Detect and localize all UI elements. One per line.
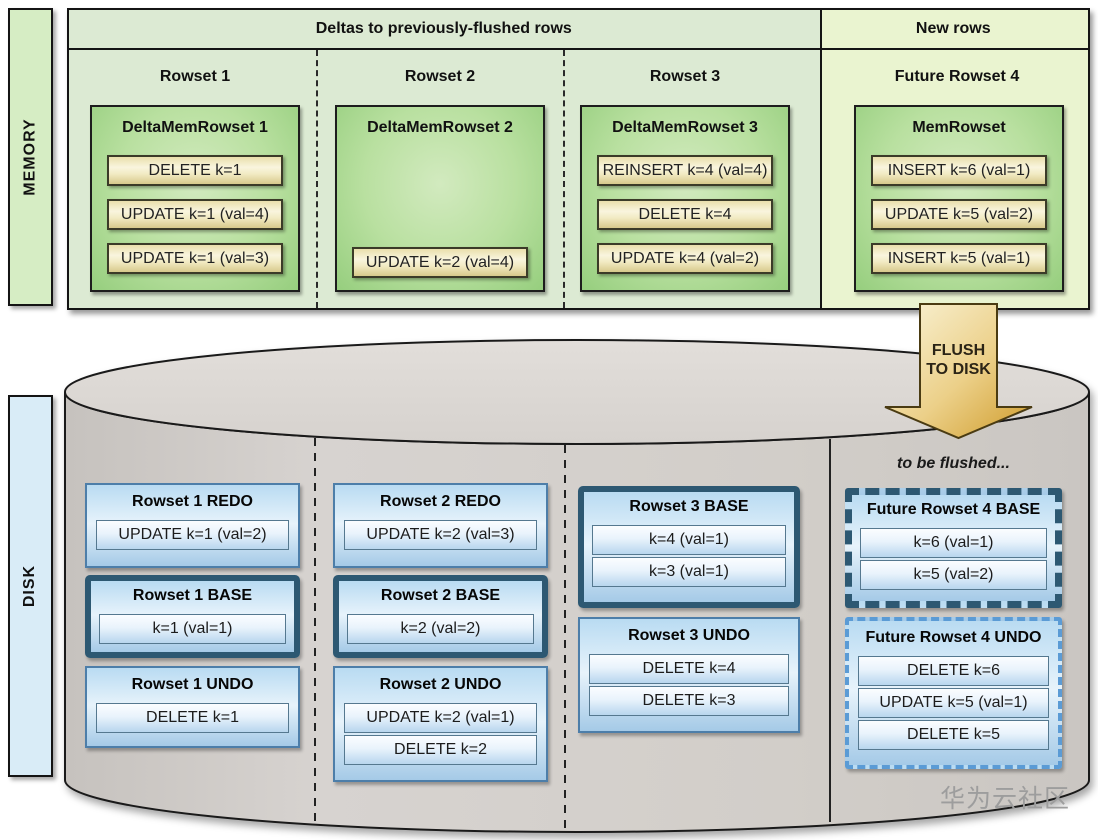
memrowset-box-title: MemRowset — [912, 119, 1006, 136]
disk-op: DELETE k=5 — [858, 720, 1049, 750]
memory-op: UPDATE k=5 (val=2) — [871, 199, 1047, 230]
memory-column-title: Rowset 2 — [404, 68, 476, 85]
deltamem-box-title: DeltaMemRowset 1 — [122, 119, 268, 136]
memory-sidebar-label: MEMORY — [21, 118, 39, 196]
memory-panel: Deltas to previously-flushed rows New ro… — [67, 8, 1090, 310]
disk-op: UPDATE k=2 (val=1) — [344, 703, 537, 733]
disk-box-title: Rowset 2 BASE — [380, 587, 501, 604]
disk-box-title: Rowset 2 UNDO — [379, 676, 502, 693]
disk-sidebar: DISK — [8, 395, 53, 777]
header-deltas: Deltas to previously-flushed rows — [315, 20, 572, 37]
memrowset-box: MemRowset INSERT k=6 (val=1) UPDATE k=5 … — [854, 105, 1064, 292]
memory-op: UPDATE k=1 (val=4) — [107, 199, 283, 230]
memory-op: DELETE k=1 — [107, 155, 283, 186]
disk-box-title: Future Rowset 4 UNDO — [865, 629, 1042, 646]
memory-op: UPDATE k=2 (val=4) — [352, 247, 528, 278]
to-be-flushed-label: to be flushed... — [897, 455, 1010, 472]
disk-box-title: Rowset 2 REDO — [380, 493, 501, 510]
disk-op: UPDATE k=5 (val=1) — [858, 688, 1049, 718]
disk-box-undo: Rowset 2 UNDO UPDATE k=2 (val=1) DELETE … — [333, 666, 548, 782]
deltamem-rowset-box: DeltaMemRowset 3 REINSERT k=4 (val=4) DE… — [580, 105, 790, 292]
disk-box-title: Future Rowset 4 BASE — [866, 501, 1041, 518]
header-new-rows: New rows — [915, 20, 991, 37]
memory-sidebar: MEMORY — [8, 8, 53, 306]
disk-box-future-base: Future Rowset 4 BASE k=6 (val=1) k=5 (va… — [845, 488, 1062, 608]
memory-op: INSERT k=5 (val=1) — [871, 243, 1047, 274]
deltamem-box-title: DeltaMemRowset 3 — [612, 119, 758, 136]
disk-box-redo: Rowset 1 REDO UPDATE k=1 (val=2) — [85, 483, 300, 568]
flush-label-line2: TO DISK — [926, 361, 991, 378]
disk-box-title: Rowset 1 BASE — [132, 587, 253, 604]
disk-op: UPDATE k=2 (val=3) — [344, 520, 537, 550]
disk-op: DELETE k=2 — [344, 735, 537, 765]
deltamem-box-title: DeltaMemRowset 2 — [367, 119, 513, 136]
disk-box-title: Rowset 3 UNDO — [628, 627, 750, 644]
memory-divider-dashed — [316, 50, 318, 308]
disk-op: k=4 (val=1) — [592, 525, 786, 555]
deltamem-rowset-box: DeltaMemRowset 1 DELETE k=1 UPDATE k=1 (… — [90, 105, 300, 292]
memory-divider-dashed — [563, 50, 565, 308]
disk-box-base: Rowset 2 BASE k=2 (val=2) — [333, 575, 548, 658]
memory-op: DELETE k=4 — [597, 199, 773, 230]
memory-op: REINSERT k=4 (val=4) — [597, 155, 773, 186]
disk-box-base: Rowset 3 BASE k=4 (val=1) k=3 (val=1) — [578, 486, 800, 608]
deltamem-rowset-box: DeltaMemRowset 2 UPDATE k=2 (val=4) — [335, 105, 545, 292]
disk-box-future-undo: Future Rowset 4 UNDO DELETE k=6 UPDATE k… — [845, 617, 1062, 769]
memory-header-row: Deltas to previously-flushed rows New ro… — [69, 10, 1088, 50]
disk-op: DELETE k=1 — [96, 703, 289, 733]
disk-op: DELETE k=6 — [858, 656, 1049, 686]
disk-op: k=3 (val=1) — [592, 557, 786, 587]
watermark: 华为云社区 — [940, 785, 1071, 813]
disk-box-title: Rowset 1 UNDO — [131, 676, 254, 693]
flush-label-line1: FLUSH — [931, 342, 986, 359]
disk-op: UPDATE k=1 (val=2) — [96, 520, 289, 550]
disk-box-undo: Rowset 3 UNDO DELETE k=4 DELETE k=3 — [578, 617, 800, 733]
memory-op: UPDATE k=4 (val=2) — [597, 243, 773, 274]
memory-op: UPDATE k=1 (val=3) — [107, 243, 283, 274]
disk-op: k=5 (val=2) — [860, 560, 1047, 590]
disk-op: DELETE k=4 — [589, 654, 789, 684]
disk-box-title: Rowset 1 REDO — [132, 493, 253, 510]
disk-op: k=1 (val=1) — [99, 614, 286, 644]
memory-op: INSERT k=6 (val=1) — [871, 155, 1047, 186]
disk-sidebar-label: DISK — [21, 564, 39, 608]
disk-box-undo: Rowset 1 UNDO DELETE k=1 — [85, 666, 300, 748]
memory-column-title: Rowset 1 — [159, 68, 231, 85]
memory-column-title: Rowset 3 — [649, 68, 721, 85]
disk-box-title: Rowset 3 BASE — [629, 498, 749, 515]
memory-column-title: Future Rowset 4 — [894, 68, 1020, 85]
disk-box-redo: Rowset 2 REDO UPDATE k=2 (val=3) — [333, 483, 548, 568]
disk-op: DELETE k=3 — [589, 686, 789, 716]
disk-op: k=6 (val=1) — [860, 528, 1047, 558]
disk-box-base: Rowset 1 BASE k=1 (val=1) — [85, 575, 300, 658]
disk-op: k=2 (val=2) — [347, 614, 534, 644]
flush-arrow-label: FLUSH TO DISK — [901, 341, 1016, 379]
